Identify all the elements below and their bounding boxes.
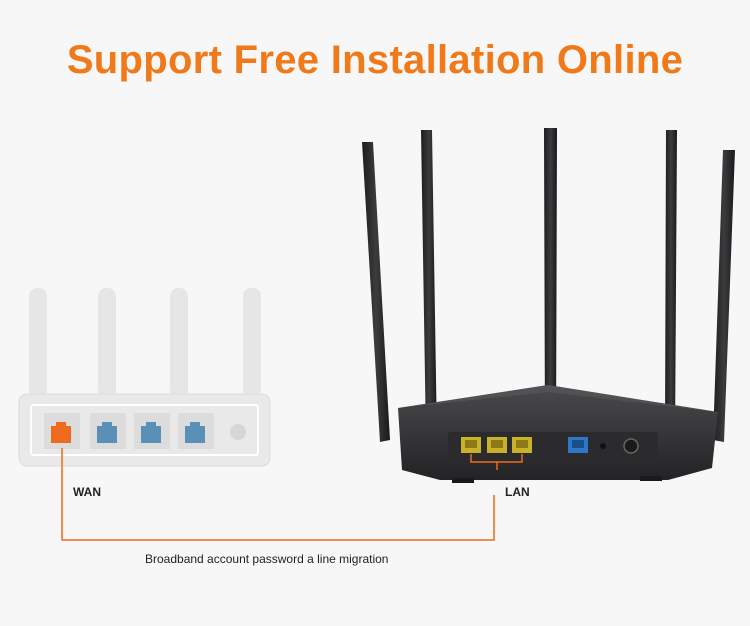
old-router (18, 288, 271, 467)
old-router-antenna (170, 288, 188, 398)
new-router (362, 128, 735, 483)
new-router-lan-port (512, 437, 532, 453)
old-router-lan-port (134, 413, 170, 449)
new-router-lan-port (461, 437, 481, 453)
new-router-power-jack (623, 438, 639, 454)
old-router-antenna (98, 288, 116, 398)
old-router-antenna (29, 288, 47, 398)
old-router-lan-port (178, 413, 214, 449)
new-router-wan-port (568, 437, 588, 453)
new-router-antenna (421, 130, 437, 440)
new-router-lan-port (487, 437, 507, 453)
new-router-antenna (713, 150, 735, 442)
new-router-antenna (544, 128, 557, 440)
connection-lines (61, 448, 523, 541)
old-router-port-panel (30, 404, 259, 456)
old-router-lan-port (90, 413, 126, 449)
new-router-reset-hole (600, 443, 606, 449)
old-router-wan-port (44, 413, 80, 449)
new-router-antenna (665, 130, 677, 440)
old-router-antenna (243, 288, 261, 398)
headline: Support Free Installation Online (66, 38, 684, 82)
old-router-power-button (230, 424, 246, 440)
caption-text: Broadband account password a line migrat… (145, 552, 389, 566)
lan-label: LAN (505, 485, 530, 499)
cable-line (61, 448, 495, 541)
wan-label: WAN (73, 485, 101, 499)
new-router-antenna (362, 142, 390, 442)
